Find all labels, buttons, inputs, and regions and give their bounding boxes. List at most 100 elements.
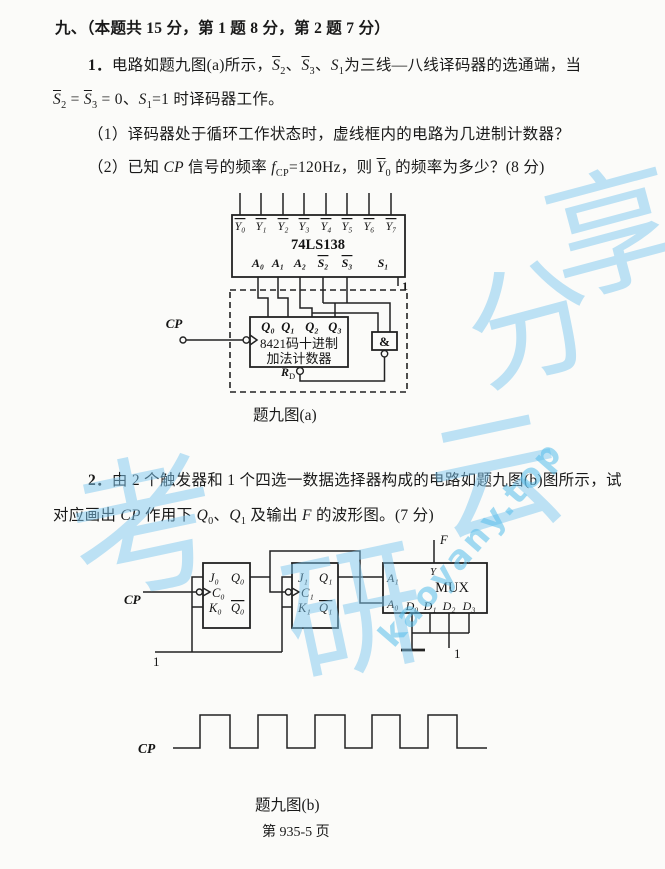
decoder-output-label: Y₆ [364, 219, 375, 233]
ff1-c-label: C₁ [301, 586, 314, 600]
q2-line2: 对应画出 CP 作用下 Q0、Q1 及输出 F 的波形图。(7 分) [53, 503, 434, 527]
text-segment: Q [229, 507, 241, 524]
wire-q3-s2-s3-and [322, 277, 391, 332]
counter-q2-label: Q₂ [305, 320, 318, 334]
rd-bubble [295, 366, 305, 376]
q2-line1: 2．由 2 个触发器和 1 个四选一数据选择器构成的电路如题九图(b)图所示，试 [88, 468, 622, 490]
ff1-q-label: Q₁ [319, 571, 332, 585]
text-segment: F [302, 507, 312, 524]
text-segment: 1 [338, 66, 345, 78]
text-segment: 九、（本题共 15 分，第 1 题 8 分，第 2 题 7 分） [55, 20, 391, 37]
ff0-clock-bubble [195, 588, 204, 596]
rd-label: R [280, 365, 289, 379]
cp-label-b: CP [124, 592, 142, 607]
text-segment: = 0、 [97, 91, 139, 108]
decoder-output-label: Y₅ [342, 219, 353, 233]
cp-terminal [179, 336, 187, 344]
decoder-output-label: Y₂ [278, 219, 289, 233]
ff1-clock-bubble [284, 588, 293, 596]
decoder-input-s2: S₂ [318, 256, 329, 270]
text-segment: 1 [146, 100, 153, 112]
text-segment: 、 [213, 507, 230, 524]
text-segment: Y [376, 159, 386, 176]
decoder-output-label: Y₇ [386, 219, 397, 233]
text-segment: 对应画出 [53, 507, 121, 524]
text-segment: 、 [285, 57, 302, 74]
ff0-j-label: J₀ [209, 571, 219, 585]
text-segment: 作用下 [140, 507, 197, 524]
mux-a0-label: A₀ [386, 597, 399, 611]
mux-d1-label: D₁ [423, 599, 437, 613]
q1-intro-line1: 1．电路如题九图(a)所示，S2、S3、S1为三线—八线译码器的选通端，当 [88, 53, 581, 77]
decoder-output-label: Y₁ [256, 219, 267, 233]
one-label-d2: 1 [454, 646, 461, 661]
f-label: F [439, 533, 448, 547]
text-segment: 2 [61, 100, 67, 112]
counter-clock-bubble [242, 336, 251, 344]
and-output-bubble [380, 349, 389, 358]
text-segment: 2． [88, 472, 112, 489]
ff1-clock-wedge [291, 587, 301, 597]
cp-waveform: CP [138, 714, 487, 756]
one-label-left: 1 [153, 654, 160, 669]
decoder-input-a0: A₀ [251, 256, 264, 270]
mux-d2-label: D₂ [442, 599, 456, 613]
mux-d3-label: D₃ [462, 599, 476, 613]
decoder-input-s1: S₁ [378, 256, 389, 270]
figure-a-caption: 题九图(a) [253, 407, 317, 424]
text-segment: 0 [385, 168, 391, 180]
text-segment: S [138, 91, 147, 108]
text-segment: CP [120, 507, 141, 524]
text-segment: 3 [309, 66, 315, 78]
decoder-input-a1: A₁ [271, 256, 284, 270]
decoder-output-label: Y₀ [235, 219, 246, 233]
text-segment: = [66, 91, 84, 108]
decoder-input-a2: A₂ [293, 256, 306, 270]
counter-type-line1: 8421码十进制 [260, 336, 338, 351]
cp-pulse-train [173, 714, 487, 749]
figure-b-caption: 题九图(b) [255, 797, 320, 814]
s1-constant: 1 [402, 279, 408, 293]
ff0-c-label: C₀ [212, 586, 225, 600]
text-segment: 3 [91, 100, 98, 112]
text-segment: S [301, 57, 310, 74]
ff1-qbar-label: Q₁ [319, 601, 332, 615]
decoder-input-s3: S₃ [342, 256, 353, 270]
counter-clock-wedge [249, 334, 259, 346]
cp-label: CP [166, 316, 184, 331]
decoder-chip-label: 74LS138 [291, 237, 345, 253]
text-segment: CP [163, 159, 184, 176]
watermark-char: 分 [450, 236, 613, 415]
text-segment: （2）已知 [88, 159, 164, 176]
wire-a1-q1 [277, 277, 289, 317]
wire-j1k1-one [281, 576, 292, 652]
ff0-clock-wedge [202, 587, 212, 597]
decoder-74ls138-box [231, 214, 406, 278]
mux-d0-label: D₀ [405, 599, 419, 613]
text-segment: 0 [208, 516, 214, 528]
text-segment: =120Hz，则 [288, 159, 377, 176]
q1-item1: （1）译码器处于循环工作状态时，虚线框内的电路为几进制计数器？ [88, 122, 570, 144]
text-segment: S [330, 57, 339, 74]
counter-type-line2: 加法计数器 [266, 351, 331, 366]
text-segment: 的波形图。(7 分) [311, 507, 434, 524]
wire-a2-q2 [299, 277, 313, 317]
and-gate-symbol: & [379, 334, 390, 349]
text-segment: CP [275, 168, 289, 180]
q1-intro-line2: S2 = S3 = 0、S1=1 时译码器工作。 [53, 87, 284, 111]
wire-and-to-rd [299, 357, 386, 382]
text-segment: 的频率为多少？(8 分) [390, 159, 545, 176]
watermark-char: 享 [530, 142, 665, 326]
wire-a0-q0 [257, 277, 269, 317]
text-segment: f [271, 159, 276, 176]
text-segment: S [53, 91, 62, 108]
wire-mux-data-inputs [411, 613, 470, 650]
counter-q1-label: Q₁ [281, 320, 294, 334]
counter-q3-label: Q₃ [328, 320, 341, 334]
wire-q0-c1-a0 [250, 550, 383, 604]
ff1-j-label: J₁ [298, 571, 308, 585]
text-segment: Q [196, 507, 209, 524]
figure-a-circuit: Y₀ Y₁ Y₂ Y₃ Y₄ Y₅ Y₆ Y₇ 74LS138 A₀ A₁ A₂… [166, 193, 408, 393]
ff0-qbar-label: Q₀ [231, 601, 244, 615]
